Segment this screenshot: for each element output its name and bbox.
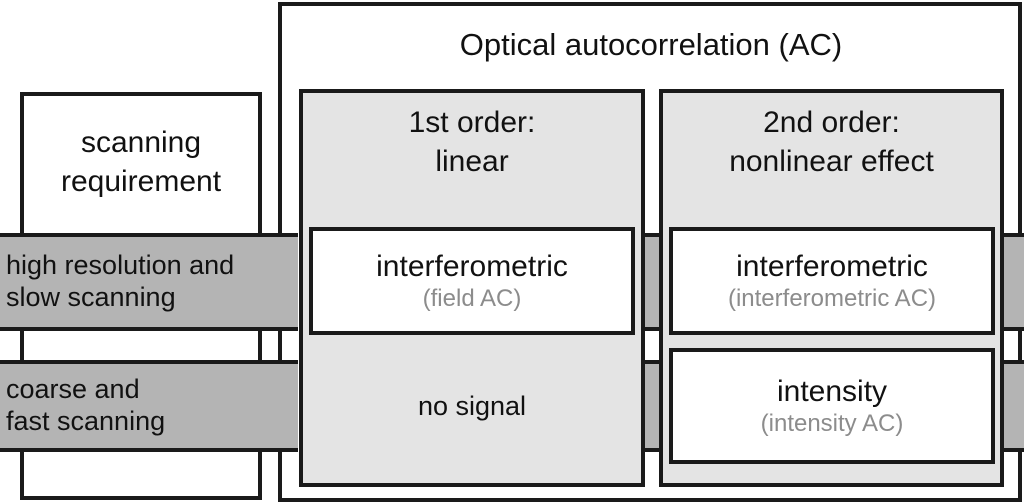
cell-2nd-order-intensity-subtitle: (intensity AC): [760, 409, 904, 437]
cell-1st-order-interferometric-subtitle: (field AC): [422, 284, 522, 312]
cell-1st-order-interferometric-title: interferometric: [376, 249, 568, 283]
row-label-line1: high resolution and: [6, 250, 235, 281]
row-band-high-resolution-gap-1: [645, 233, 659, 331]
row-band-high-resolution-gap-2: [1004, 233, 1024, 331]
cell-2nd-order-interferometric-title: interferometric: [736, 249, 928, 283]
row-label-line2: slow scanning: [6, 282, 176, 312]
diagram-title: Optical autocorrelation (AC): [459, 27, 843, 63]
row-label-line2: fast scanning: [6, 406, 166, 436]
row-band-coarse-fast: coarse and fast scanning: [0, 360, 298, 452]
row-band-coarse-fast-label: coarse and fast scanning: [6, 374, 165, 438]
cell-1st-order-no-signal: no signal: [309, 360, 635, 452]
row-band-coarse-fast-gap-2: [1004, 360, 1024, 452]
cell-2nd-order-intensity-title: intensity: [776, 374, 888, 408]
row-label-line1: coarse and: [6, 374, 140, 405]
scanning-requirement-line2: requirement: [60, 165, 222, 198]
scanning-requirement-line1: scanning: [80, 126, 202, 159]
scanning-requirement-header: scanning requirement: [22, 96, 260, 228]
row-band-high-resolution-label: high resolution and slow scanning: [6, 250, 234, 314]
row-band-high-resolution: high resolution and slow scanning: [0, 233, 298, 331]
cell-2nd-order-intensity[interactable]: intensity (intensity AC): [669, 348, 995, 464]
cell-1st-order-interferometric[interactable]: interferometric (field AC): [309, 227, 635, 335]
cell-2nd-order-interferometric[interactable]: interferometric (interferometric AC): [669, 227, 995, 335]
cell-2nd-order-interferometric-subtitle: (interferometric AC): [727, 284, 937, 312]
cell-1st-order-no-signal-label: no signal: [417, 390, 527, 421]
row-band-coarse-fast-gap-1: [645, 360, 659, 452]
